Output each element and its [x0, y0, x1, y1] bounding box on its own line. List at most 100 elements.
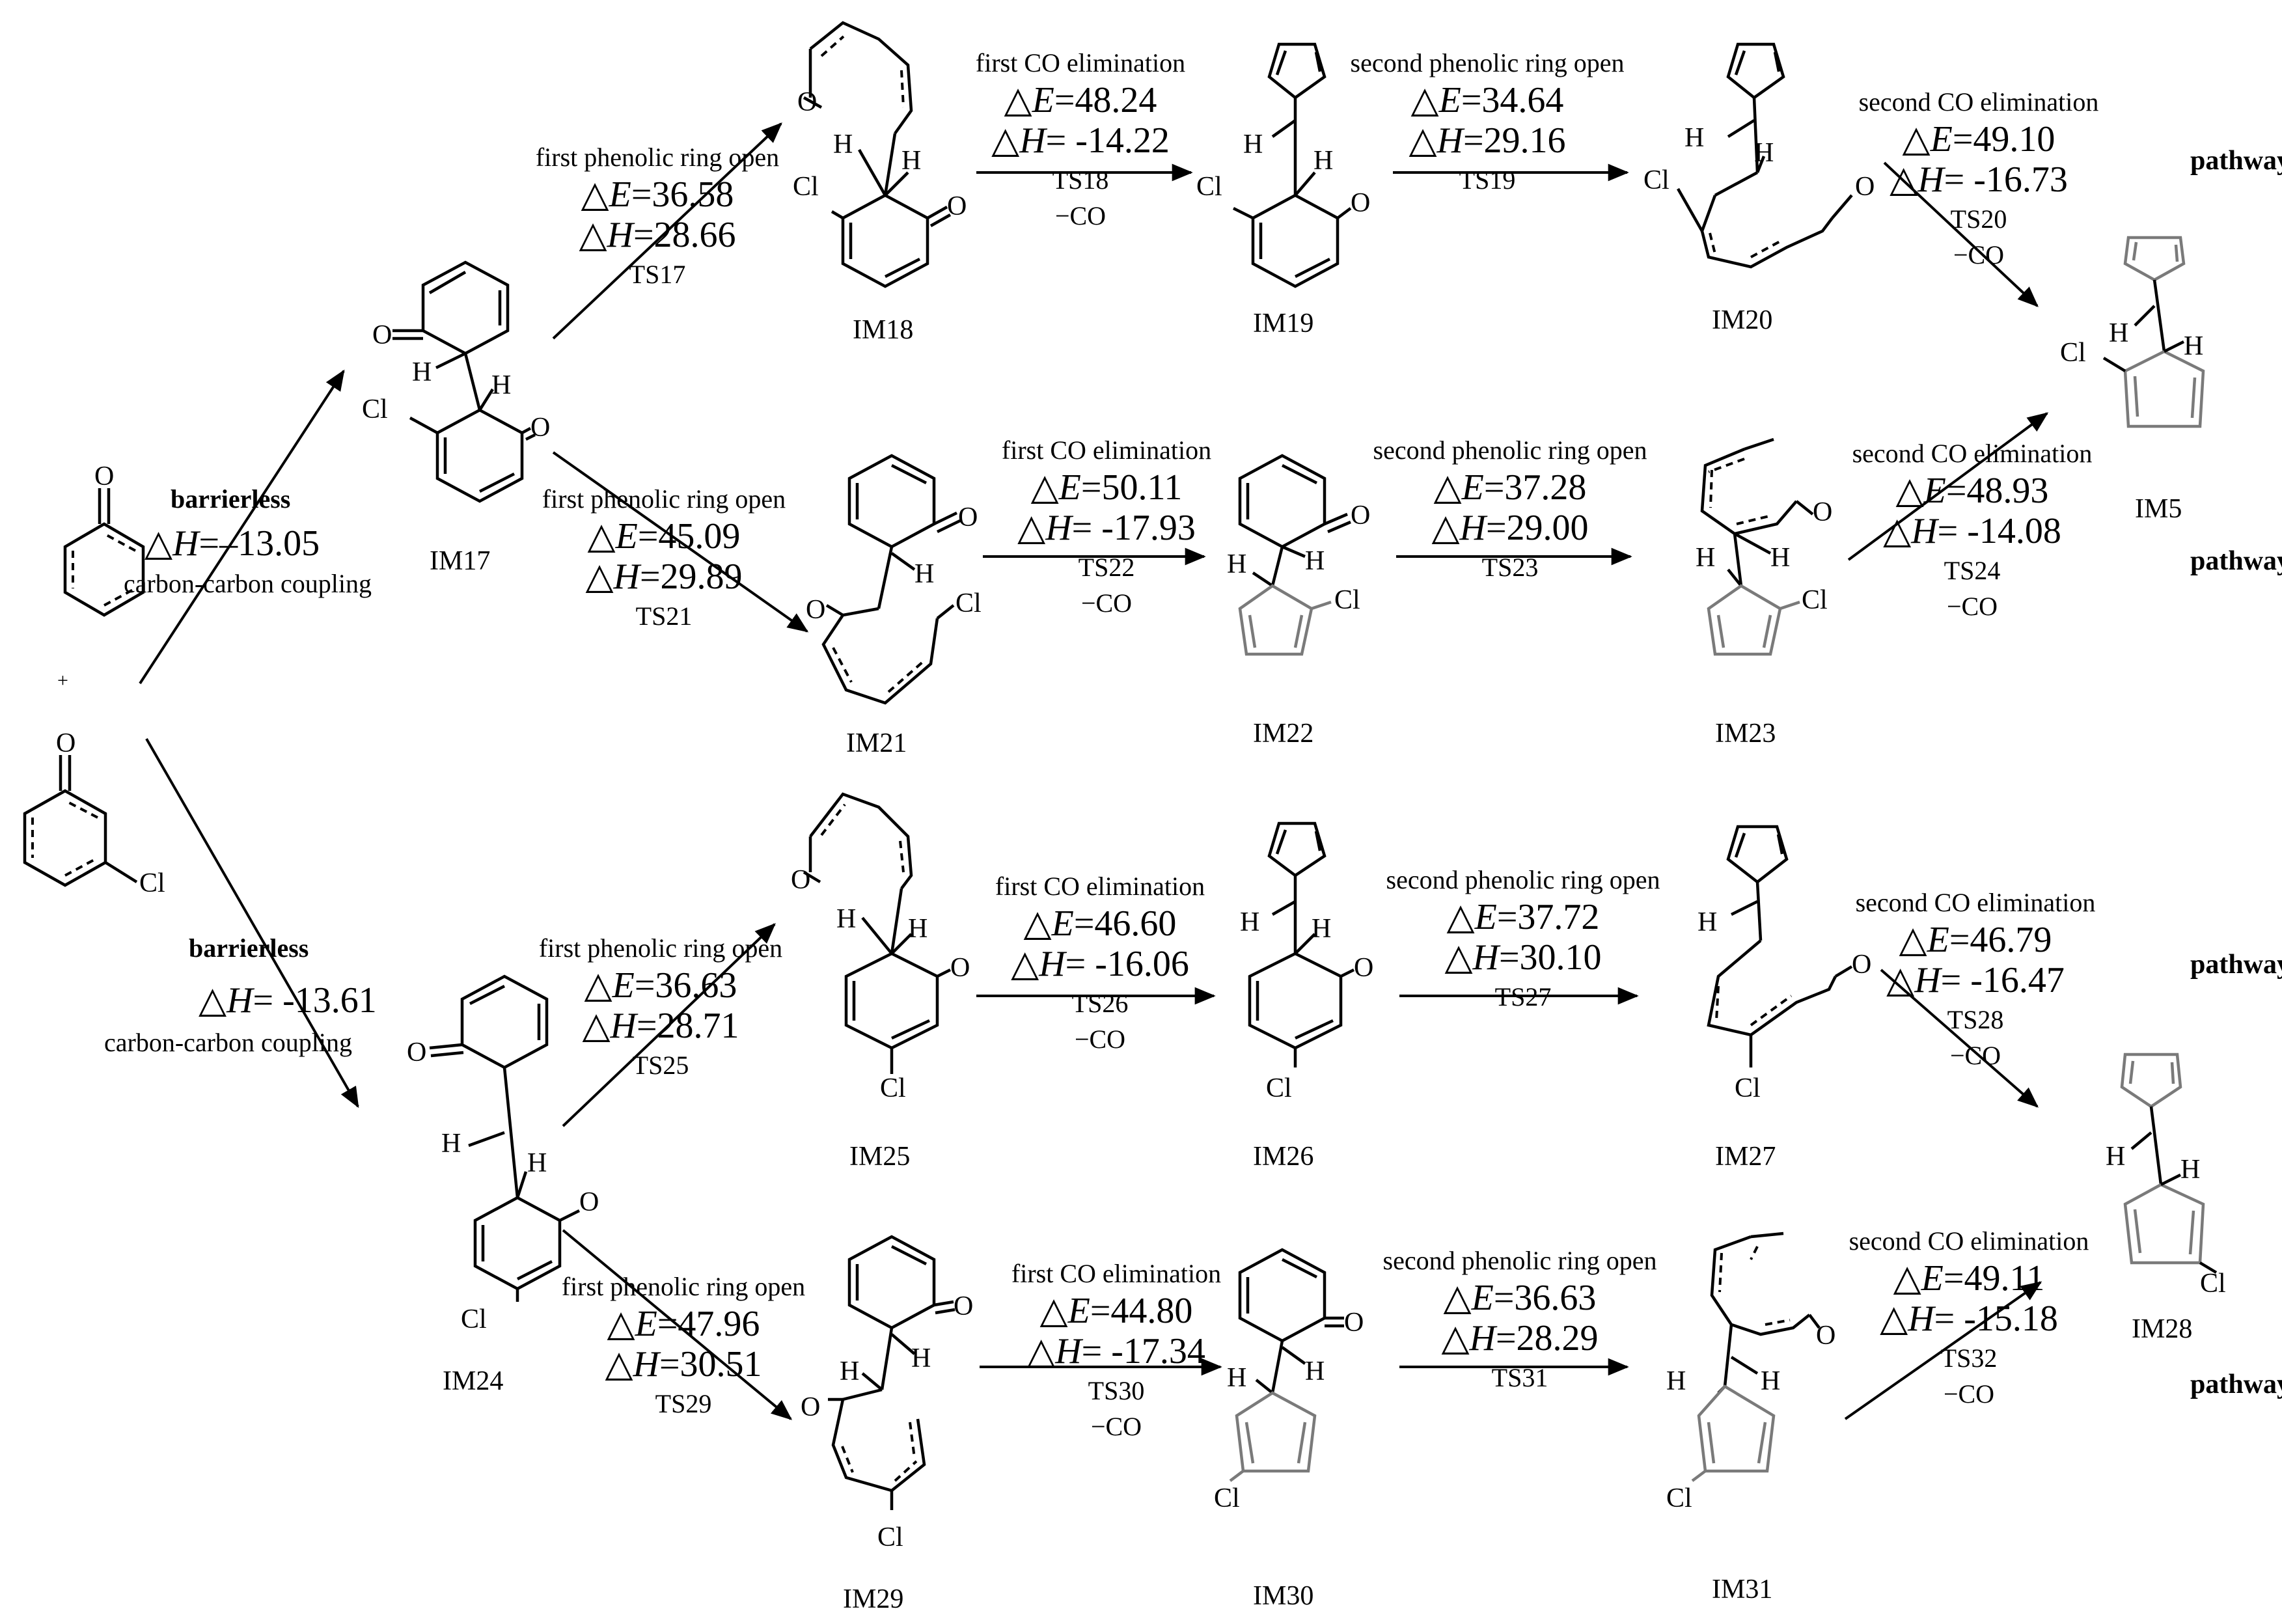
delta-e-value: △E=47.96 — [607, 1304, 760, 1344]
label-im19: IM19 — [1253, 309, 1313, 338]
coupling-lower-barrierless: barrierless — [189, 933, 309, 963]
pathway-8-label: pathway 8 — [2190, 1369, 2282, 1399]
step-annotation-ts19: second phenolic ring open△E=34.64△H=29.1… — [1351, 48, 1625, 195]
delta-h-value: △H= -14.22 — [991, 120, 1170, 161]
svg-text:O: O — [1354, 953, 1373, 983]
structure-im20: H H Cl O IM20 — [1643, 42, 1875, 335]
label-im21: IM21 — [846, 728, 907, 758]
svg-text:Cl: Cl — [1643, 165, 1670, 195]
delta-e-value: △E=44.80 — [1040, 1291, 1193, 1331]
step-annotation-ts24: second CO elimination△E=48.93△H= -14.08T… — [1852, 439, 2093, 621]
phenoxy-oxygen-label: O — [94, 461, 114, 491]
coupling-arrow-up — [139, 369, 345, 685]
structure-im30: O H H Cl IM30 — [1214, 1248, 1364, 1611]
coupling-lower-dh: △H= -13.61 — [199, 980, 377, 1021]
label-im20: IM20 — [1712, 305, 1772, 335]
transition-state-label: TS20 — [1951, 204, 2007, 234]
step-annotation-ts21: first phenolic ring open△E=45.09△H=29.89… — [542, 484, 786, 631]
chlorophenoxy-chlorine-label: Cl — [139, 868, 165, 898]
step-name: first phenolic ring open — [539, 933, 782, 963]
delta-e-value: △E=45.09 — [588, 516, 741, 557]
delta-e-value: △E=37.28 — [1434, 467, 1587, 508]
delta-h-value: △H=28.29 — [1441, 1318, 1598, 1358]
structure-im21: O H O Cl IM21 — [806, 454, 982, 758]
svg-text:H: H — [412, 357, 432, 387]
step-annotation-ts28: second CO elimination△E=46.79△H= -16.47T… — [1856, 888, 2096, 1070]
delta-e-value: △E=36.63 — [1444, 1278, 1597, 1318]
svg-text:O: O — [1344, 1308, 1364, 1338]
transition-state-label: TS31 — [1492, 1363, 1548, 1392]
svg-text:O: O — [958, 502, 978, 532]
svg-text:H: H — [1761, 1366, 1780, 1396]
delta-e-value: △E=36.58 — [581, 174, 734, 215]
svg-text:O: O — [1852, 950, 1871, 980]
delta-h-value: △H=28.66 — [579, 215, 735, 255]
chlorophenoxy-oxygen-label: O — [56, 728, 76, 758]
structure-im23: O H H Cl IM23 — [1696, 437, 1832, 749]
delta-h-value: △H=29.16 — [1409, 120, 1565, 161]
label-im27: IM27 — [1715, 1142, 1776, 1172]
plus-sign: + — [57, 670, 68, 691]
coupling-label-upper: barrierless △H=–13.05 carbon-carbon coup… — [124, 484, 372, 598]
svg-text:H: H — [1227, 1363, 1246, 1393]
svg-text:O: O — [372, 320, 392, 350]
delta-e-value: △E=50.11 — [1031, 467, 1183, 508]
delta-e-value: △E=34.64 — [1411, 80, 1564, 120]
reaction-arrows — [552, 122, 2049, 1420]
delta-h-value: △H=30.10 — [1444, 937, 1601, 978]
transition-state-label: TS17 — [629, 260, 686, 289]
delta-e-value: △E=36.63 — [584, 965, 737, 1006]
coupling-upper-barrierless: barrierless — [171, 484, 290, 514]
svg-text:H: H — [2180, 1155, 2200, 1185]
transition-state-label: TS25 — [633, 1051, 689, 1080]
svg-text:H: H — [441, 1129, 461, 1159]
delta-h-value: △H=28.71 — [582, 1006, 739, 1046]
label-im30: IM30 — [1253, 1581, 1313, 1611]
svg-text:H: H — [1305, 546, 1325, 576]
delta-e-value: △E=46.79 — [1899, 920, 2052, 960]
coupling-upper-dh: △H=–13.05 — [144, 523, 320, 564]
svg-text:H: H — [840, 1356, 859, 1386]
structure-im17: O H H Cl O IM17 — [362, 260, 550, 576]
transition-state-label: TS22 — [1079, 553, 1135, 582]
transition-state-label: TS26 — [1072, 989, 1129, 1018]
pathway-7-label: pathway 7 — [2190, 950, 2282, 980]
delta-h-value: △H= -16.06 — [1011, 944, 1189, 984]
svg-text:O: O — [579, 1187, 599, 1217]
svg-text:Cl: Cl — [1266, 1073, 1292, 1103]
label-im25: IM25 — [849, 1142, 910, 1172]
label-im23: IM23 — [1715, 719, 1776, 749]
step-name: second CO elimination — [1859, 87, 2099, 117]
svg-text:Cl: Cl — [877, 1522, 903, 1552]
coupling-label-lower: barrierless △H= -13.61 carbon-carbon cou… — [104, 933, 377, 1057]
transition-state-label: TS30 — [1088, 1376, 1145, 1405]
step-annotation-ts23: second phenolic ring open△E=37.28△H=29.0… — [1373, 435, 1647, 582]
pathway-6-label: pathway 6 — [2190, 546, 2282, 576]
co-loss-label: −CO — [1091, 1412, 1142, 1441]
step-annotation-ts29: first phenolic ring open△E=47.96△H=30.51… — [562, 1272, 805, 1418]
svg-text:O: O — [1351, 188, 1370, 218]
transition-state-label: TS23 — [1482, 553, 1539, 582]
delta-h-value: △H=29.00 — [1431, 508, 1588, 548]
step-name: first phenolic ring open — [536, 143, 779, 172]
delta-h-value: △H= -17.93 — [1017, 508, 1196, 548]
svg-text:H: H — [1305, 1356, 1325, 1386]
svg-text:O: O — [797, 87, 817, 117]
step-name: first CO elimination — [995, 872, 1205, 901]
structure-im27: H O Cl IM27 — [1698, 825, 1871, 1172]
delta-h-value: △H= -16.73 — [1890, 159, 2068, 200]
svg-text:Cl: Cl — [2060, 338, 2086, 368]
co-loss-label: −CO — [1953, 240, 2004, 269]
delta-h-value: △H=29.89 — [585, 557, 742, 597]
label-im17: IM17 — [430, 546, 490, 576]
step-name: first CO elimination — [1002, 435, 1211, 465]
pathway-5-label: pathway 5 — [2190, 146, 2282, 176]
svg-text:Cl: Cl — [1334, 585, 1360, 615]
svg-text:H: H — [1754, 138, 1774, 168]
label-im28: IM28 — [2132, 1314, 2192, 1344]
co-loss-label: −CO — [1944, 1379, 1994, 1409]
svg-text:H: H — [908, 914, 928, 944]
step-name: first phenolic ring open — [562, 1272, 805, 1301]
